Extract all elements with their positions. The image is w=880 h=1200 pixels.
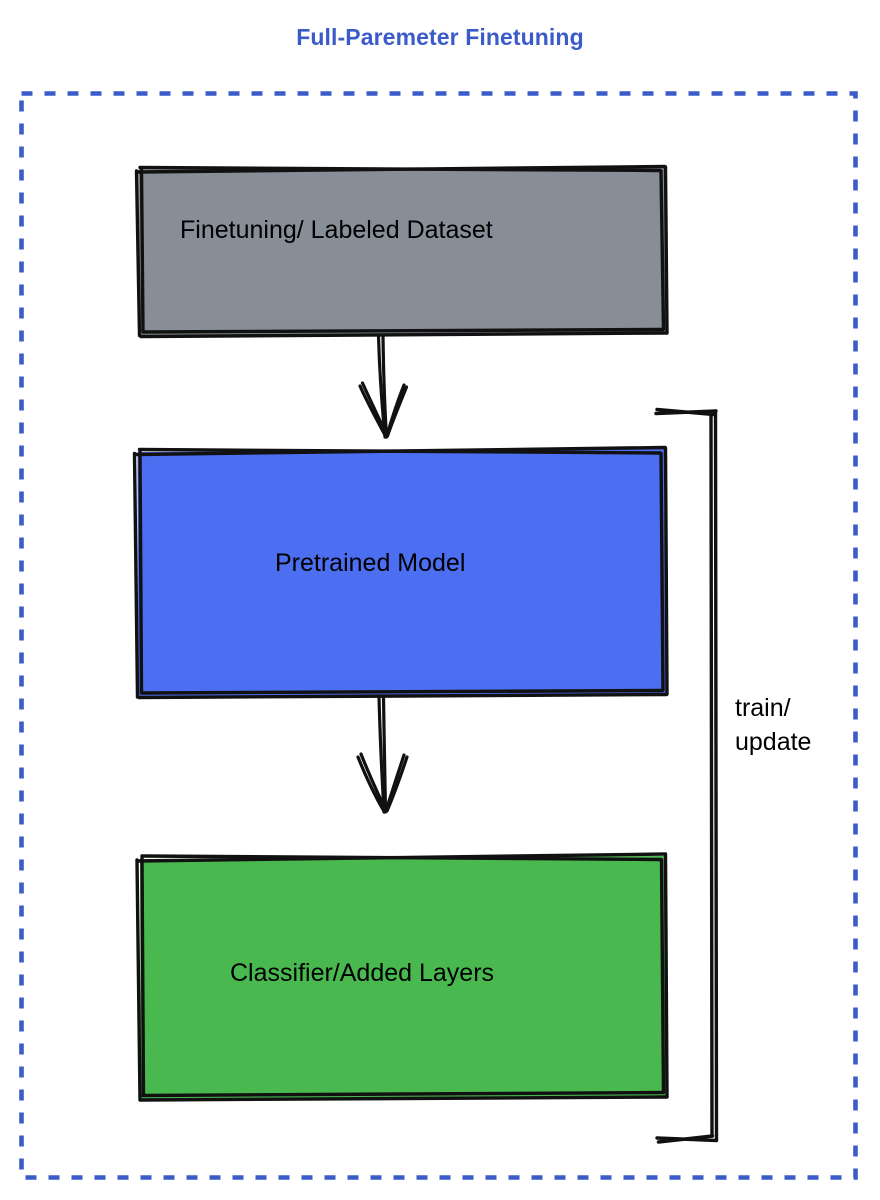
node-finetuning-dataset[interactable]: Finetuning/ Labeled Dataset [130,160,675,345]
node-model-fill [137,449,666,696]
feedback-edge-label: train/ update [735,694,812,756]
node-dataset-fill [138,167,666,335]
node-model-label: Pretrained Model [275,549,466,577]
dashed-boundary-frame [19,91,858,1180]
node-dataset-label: Finetuning/ Labeled Dataset [180,216,493,244]
node-model-outline [132,445,669,700]
node-classifier-outline [135,852,669,1102]
node-dataset-outline [134,164,669,339]
node-classifier-fill [140,856,666,1099]
node-pretrained-model[interactable]: Pretrained Model [129,442,674,704]
dashed-frame-rect [19,91,858,1180]
node-classifier-layers[interactable]: Classifier/Added Layers [133,848,678,1106]
page-title: Full-Paremeter Finetuning [296,24,584,50]
node-classifier-label: Classifier/Added Layers [230,959,495,987]
